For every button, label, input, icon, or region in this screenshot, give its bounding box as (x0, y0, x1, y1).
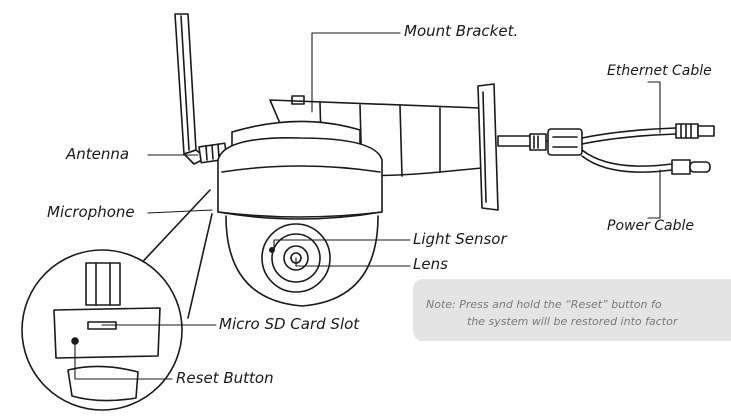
microphone-label: Microphone (47, 203, 135, 221)
ethernet-cable-label: Ethernet Cable (607, 63, 712, 79)
micro-sd-card-slot-label: Micro SD Card Slot (219, 315, 360, 333)
note-box: Note: Press and hold the “Reset” button … (413, 279, 731, 341)
antenna-label: Antenna (66, 145, 130, 163)
light-sensor-label: Light Sensor (413, 230, 507, 248)
leader-lines (74, 32, 661, 380)
antenna-part (174, 13, 228, 165)
reset-button-label: Reset Button (176, 369, 274, 387)
zoom-inset (21, 189, 213, 411)
note-line-2: the system will be restored into factor (467, 315, 678, 328)
camera-body (217, 120, 383, 307)
power-cable-label: Power Cable (607, 218, 695, 234)
note-line-1: Note: Press and hold the “Reset” button … (426, 298, 662, 311)
lens-label: Lens (413, 255, 448, 273)
cable-assembly (529, 123, 715, 175)
mount-bracket-label: Mount Bracket. (404, 22, 519, 40)
